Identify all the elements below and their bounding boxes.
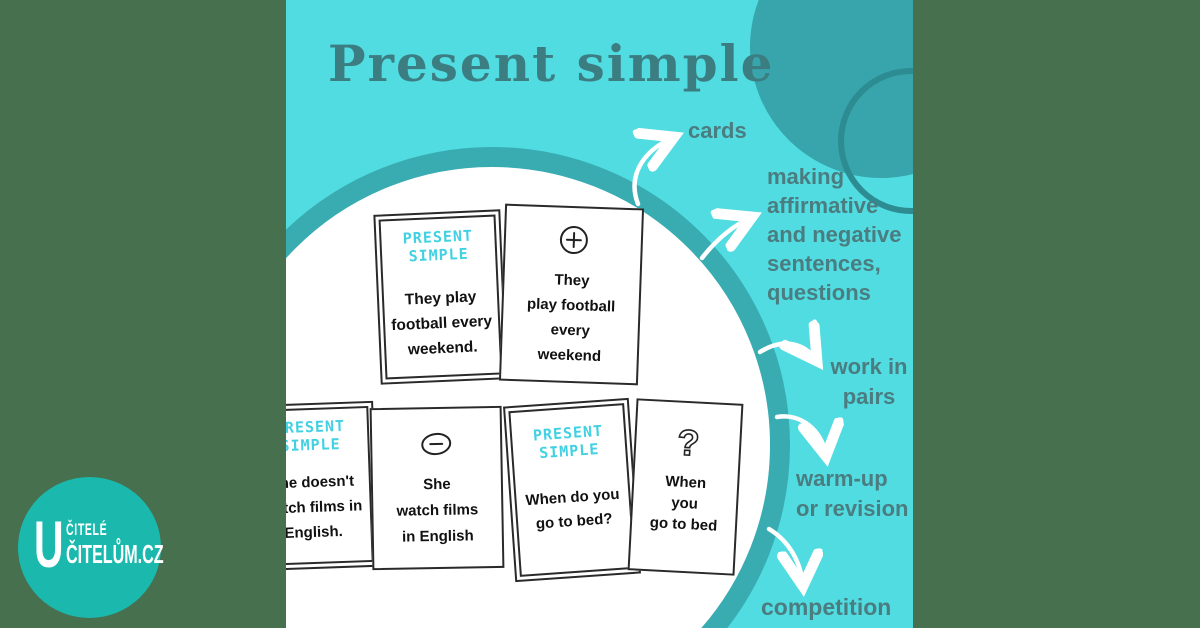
minus-circle-icon [372, 430, 501, 463]
label-line: pairs [842, 384, 896, 409]
label-line: sentences, [767, 251, 881, 276]
label-line: and negative [767, 222, 902, 247]
logo-text: U ČITELÉ ČITELŮM.CZ [34, 507, 164, 581]
arrow-icon-warm-up [774, 414, 826, 456]
logo-word-top: ČITELÉ [66, 520, 108, 539]
ucitele-ucitelum-logo: U ČITELÉ ČITELŮM.CZ [18, 477, 164, 618]
label-making-sentences: making affirmative and negative sentence… [767, 162, 901, 307]
logo-initial: U [34, 507, 64, 581]
question-mark-icon: ? [635, 420, 740, 470]
flashcard-left-back: She watch films in English [369, 405, 505, 571]
label-line: affirmative [767, 193, 879, 218]
arrow-icon-cards [632, 137, 674, 207]
flashcard-top-back: They play football every weekend [498, 203, 645, 386]
flashcard-right-back: ? When you go to bed [627, 398, 744, 576]
label-competition: competition [761, 594, 892, 620]
arrow-icon-making [699, 217, 752, 261]
label-line: work in [830, 354, 908, 379]
label-line: warm-up [796, 466, 888, 491]
plus-circle-icon [505, 223, 641, 263]
label-cards: cards [688, 118, 747, 143]
label-work-in-pairs: work in pairs [825, 352, 913, 412]
page-title: Present simple [328, 34, 775, 93]
label-line: questions [767, 280, 871, 305]
annotation-arrows [632, 0, 913, 628]
svg-text:?: ? [676, 422, 700, 463]
label-line: or revision [796, 496, 909, 521]
logo-word-bottom: ČITELŮM.CZ [66, 539, 164, 569]
arrow-icon-work-in-pairs [757, 344, 817, 361]
label-warm-up: warm-up or revision [796, 464, 908, 524]
arrow-icon-competition [766, 526, 803, 586]
turquoise-panel: Present simple PRESENT SIMPLE They play … [286, 0, 913, 628]
label-line: making [767, 164, 845, 189]
